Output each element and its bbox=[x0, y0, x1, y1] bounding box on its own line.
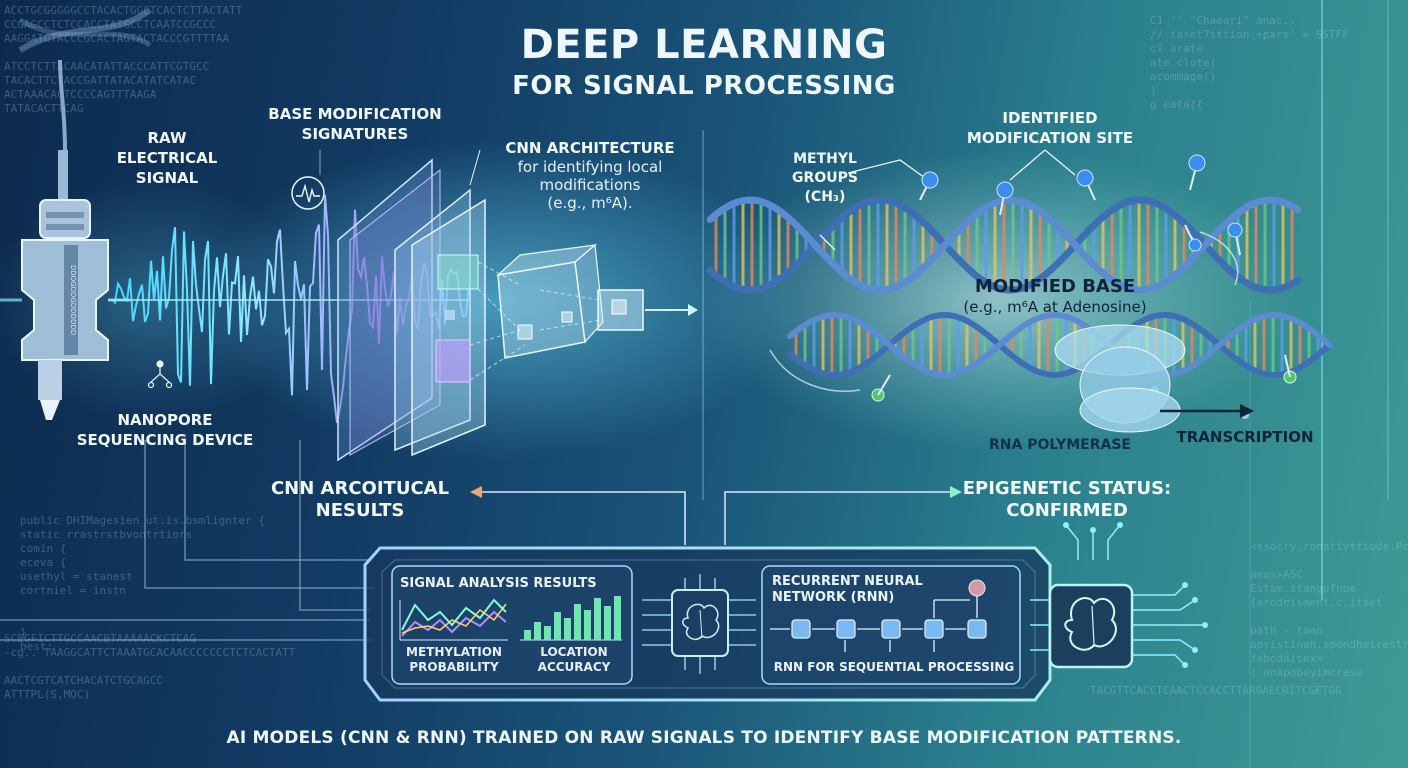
title-line-1: DEEP LEARNING bbox=[520, 22, 888, 68]
code-bg-bottom-left: SCEGFICTTGCCAACBTAAAAACKCTCAG-cg.. TAAGG… bbox=[4, 632, 296, 701]
rnn-sequence-diagram bbox=[770, 579, 987, 652]
methylation-line-1: METHYLATION bbox=[406, 645, 502, 659]
transcription-label: TRANSCRIPTION bbox=[1176, 428, 1314, 446]
brain-chip-icon bbox=[642, 574, 756, 674]
methylation-line-chart bbox=[399, 598, 508, 641]
cnn-layer-stack bbox=[337, 158, 644, 462]
signature-circle-icon bbox=[291, 176, 325, 210]
methyl-line-1: METHYL bbox=[793, 151, 857, 167]
rnn-title-line-1: RECURRENT NEURAL bbox=[772, 574, 923, 589]
cnn-desc-line-3: (e.g., m⁶A). bbox=[547, 194, 633, 212]
modified-base-desc: (e.g., m⁶A at Adenosine) bbox=[963, 298, 1147, 316]
rna-polymerase-shape bbox=[1054, 324, 1186, 433]
rnn-title: RECURRENT NEURAL NETWORK (RNN) bbox=[772, 574, 972, 606]
raw-signal-line-1: RAW bbox=[147, 129, 187, 147]
raw-signal-waveform bbox=[109, 194, 470, 423]
title-line-2: FOR SIGNAL PROCESSING bbox=[512, 71, 896, 101]
cnn-architecture-title: CNN ARCHITECTURE bbox=[505, 139, 675, 157]
raw-signal-label: RAW ELECTRICAL SIGNAL bbox=[112, 128, 222, 188]
bottom-caption: AI MODELS (CNN & RNN) TRAINED ON RAW SIG… bbox=[226, 728, 1182, 748]
methyl-line-2: GROUPS bbox=[792, 170, 858, 186]
base-mod-line-2: SIGNATURES bbox=[301, 125, 409, 143]
identified-line-2: MODIFICATION SITE bbox=[966, 129, 1134, 147]
methylation-probability-label: METHYLATION PROBABILITY bbox=[392, 645, 516, 675]
raw-signal-line-3: SIGNAL bbox=[135, 169, 199, 187]
cnn-architecture-desc: for identifying local modifications (e.g… bbox=[480, 158, 700, 212]
location-bar-chart bbox=[520, 596, 622, 641]
code-bg-bottom-right: <ssocry.ronativttiods.Pcs aeas>ASC Estam… bbox=[1250, 540, 1408, 679]
base-modification-label: BASE MODIFICATION SIGNATURES bbox=[240, 104, 470, 144]
methylation-line-2: PROBABILITY bbox=[409, 660, 499, 674]
cnn-desc-line-2: modifications bbox=[539, 176, 641, 194]
rnn-title-line-2: NETWORK (RNN) bbox=[772, 590, 895, 605]
cnn-desc-line-1: for identifying local bbox=[517, 158, 663, 176]
code-bg-gene: TACGTTCACCTCAACTCCACCTTAR0AECRITCGETGG bbox=[1090, 684, 1342, 697]
code-bg-left: public DHIMagesien_ut.is.bsmlignter { st… bbox=[20, 514, 266, 653]
methyl-line-3: (CH₃) bbox=[804, 189, 846, 205]
identified-site-label: IDENTIFIED MODIFICATION SITE bbox=[940, 108, 1160, 148]
epigenetic-line-2: CONFIRMED bbox=[1006, 500, 1128, 521]
nanopore-device-icon bbox=[0, 150, 130, 420]
cnn-results-label: CNN ARCOITUCAL NESULTS bbox=[255, 478, 465, 522]
methyl-groups-label: METHYL GROUPS (CH₃) bbox=[770, 150, 880, 207]
epigenetic-status-label: EPIGENETIC STATUS: CONFIRMED bbox=[962, 478, 1172, 522]
faint-dna-top bbox=[18, 7, 152, 53]
cnn-results-line-2: NESULTS bbox=[315, 500, 405, 521]
location-line-1: LOCATION bbox=[540, 645, 608, 659]
nanopore-line-2: SEQUENCING DEVICE bbox=[76, 431, 254, 449]
signal-analysis-title: SIGNAL ANALYSIS RESULTS bbox=[400, 576, 597, 591]
location-line-2: ACCURACY bbox=[537, 660, 611, 674]
location-accuracy-label: LOCATION ACCURACY bbox=[520, 645, 628, 675]
code-bg-right: C1 '' "Chaeari" anac..// iaset7sttion.+p… bbox=[1150, 14, 1349, 111]
network-node-icon bbox=[147, 360, 173, 389]
rna-polymerase-label: RNA POLYMERASE bbox=[988, 437, 1131, 453]
epigenetic-line-1: EPIGENETIC STATUS: bbox=[962, 478, 1172, 499]
base-mod-line-1: BASE MODIFICATION bbox=[268, 105, 442, 123]
modified-base-title: MODIFIED BASE bbox=[974, 276, 1136, 297]
device-text: DDOGDDGDDDDDD bbox=[69, 265, 77, 335]
identified-line-1: IDENTIFIED bbox=[1002, 109, 1098, 127]
rnn-caption: RNN FOR SEQUENTIAL PROCESSING bbox=[773, 660, 1015, 674]
cnn-results-line-1: CNN ARCOITUCAL bbox=[270, 478, 450, 499]
nanopore-line-1: NANOPORE bbox=[117, 411, 213, 429]
nanopore-label: NANOPORE SEQUENCING DEVICE bbox=[40, 410, 290, 450]
raw-signal-line-2: ELECTRICAL bbox=[116, 149, 218, 167]
ai-brain-chip-icon bbox=[1030, 522, 1208, 669]
